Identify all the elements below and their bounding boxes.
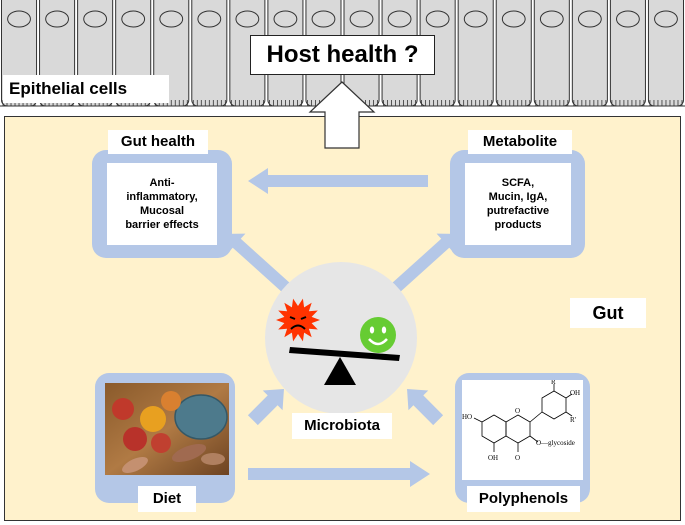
microbiota-scale-graphic bbox=[276, 298, 400, 385]
arrow-metabolite-microbiota bbox=[384, 233, 456, 299]
metabolite-text: SCFA, Mucin, IgA, putrefactive products bbox=[465, 163, 571, 245]
cell-nucleus bbox=[616, 10, 640, 28]
microbiota-label: Microbiota bbox=[292, 413, 392, 439]
apple-red bbox=[112, 398, 134, 420]
structure-ho-left: HO bbox=[462, 413, 472, 421]
structure-oh-bottom: OH bbox=[488, 454, 498, 462]
gut-label: Gut bbox=[570, 298, 646, 328]
up-arrow bbox=[308, 81, 376, 149]
cell-nucleus bbox=[539, 10, 564, 28]
gut-health-label: Gut health bbox=[108, 130, 208, 154]
structure-glycoside: O—glycoside bbox=[536, 439, 575, 447]
cell-nucleus bbox=[159, 10, 184, 28]
polyphenols-label: Polyphenols bbox=[467, 486, 580, 512]
structure-r-prime: R' bbox=[570, 416, 576, 424]
cell-nucleus bbox=[349, 10, 374, 28]
sweet-potato bbox=[171, 443, 207, 463]
cell-nucleus bbox=[577, 10, 602, 28]
cell-nucleus bbox=[83, 10, 108, 28]
cell-nucleus bbox=[311, 10, 336, 28]
structure-o-ring: O bbox=[515, 407, 520, 415]
good-microbe-icon bbox=[360, 317, 396, 353]
structure-r-top: R bbox=[551, 380, 556, 386]
apple-yellow bbox=[140, 406, 166, 432]
cell-nucleus bbox=[387, 10, 412, 28]
cell-nucleus bbox=[501, 10, 526, 28]
scale-fulcrum bbox=[324, 357, 356, 385]
cell-nucleus bbox=[273, 10, 298, 28]
diet-photo bbox=[105, 383, 229, 475]
structure-oh-right: OH bbox=[570, 389, 580, 397]
cell-nucleus bbox=[654, 10, 678, 28]
cell-nucleus bbox=[425, 10, 450, 28]
arrow-metabolite-to-gut-health bbox=[248, 168, 428, 194]
bad-microbe-icon bbox=[276, 298, 320, 342]
cell-nucleus bbox=[45, 10, 69, 28]
scale-beam bbox=[289, 347, 400, 361]
epithelial-cells-label: Epithelial cells bbox=[3, 75, 169, 103]
arrow-gut-health-microbiota bbox=[226, 233, 298, 299]
structure-o-carbonyl: O bbox=[515, 454, 520, 462]
arrow-diet-to-microbiota bbox=[247, 389, 284, 426]
host-health-title: Host health ? bbox=[250, 35, 435, 75]
cell-nucleus bbox=[7, 10, 31, 28]
cell-nucleus bbox=[197, 10, 222, 28]
cell-nucleus bbox=[235, 10, 260, 28]
arrow-polyphenols-to-microbiota bbox=[407, 389, 444, 426]
diet-label: Diet bbox=[138, 486, 196, 512]
gut-health-text: Anti- inflammatory, Mucosal barrier effe… bbox=[107, 163, 217, 245]
pumpkin bbox=[175, 395, 227, 439]
polyphenol-structure: R OH R' HO OH O O—glycoside O bbox=[462, 380, 580, 462]
cell-nucleus bbox=[463, 10, 488, 28]
arrow-diet-to-polyphenols bbox=[248, 461, 430, 487]
cell-nucleus bbox=[121, 10, 146, 28]
metabolite-label: Metabolite bbox=[468, 130, 572, 154]
